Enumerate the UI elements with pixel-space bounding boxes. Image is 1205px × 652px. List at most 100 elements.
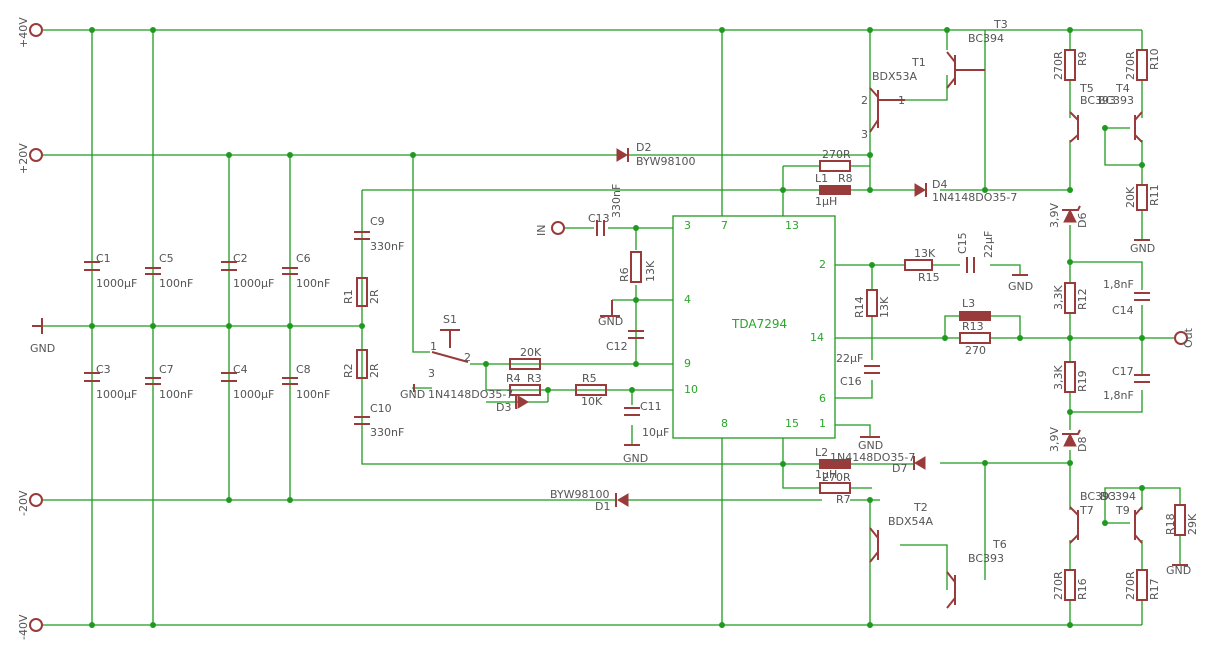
- ic-pin-3: 3: [684, 219, 691, 232]
- rail-p20-label: +20V: [17, 143, 30, 174]
- c2-value: 1000µF: [233, 277, 274, 290]
- t6-value: BC393: [968, 552, 1004, 565]
- r7-value: 270R: [822, 471, 851, 484]
- c7-value: 100nF: [159, 388, 193, 401]
- t7-ref: T7: [1079, 504, 1094, 517]
- c7-ref: C7: [159, 363, 174, 376]
- supply-capacitors: [84, 261, 298, 385]
- rail-m40-label: -40V: [17, 614, 30, 640]
- r3-ref: R3: [527, 372, 542, 385]
- t5-ref: T5: [1079, 82, 1094, 95]
- rail-m40-terminal: [29, 618, 43, 632]
- ic-pin-1: 1: [819, 417, 826, 430]
- r16-value: 270R: [1052, 571, 1065, 600]
- t9-value: BC394: [1100, 490, 1136, 503]
- r13-ref: R13: [962, 320, 984, 333]
- s1-pin1: 1: [430, 340, 437, 353]
- c13-ref: C13: [588, 212, 610, 225]
- gnd-r18: GND: [1166, 564, 1191, 577]
- c8-ref: C8: [296, 363, 311, 376]
- r11-value: 20K: [1124, 186, 1137, 208]
- d8-value: 3,9V: [1048, 427, 1061, 452]
- junctions: [89, 27, 1145, 628]
- rail-m20-terminal: [29, 493, 43, 507]
- c8-value: 100nF: [296, 388, 330, 401]
- r5-ref: R5: [582, 372, 597, 385]
- r10-ref: R10: [1148, 48, 1161, 70]
- rail-p40-label: +40V: [17, 17, 30, 48]
- c15-value: 22µF: [982, 231, 995, 258]
- r1-value: 2R: [368, 289, 381, 304]
- d4-ref: D4: [932, 178, 947, 191]
- t1-pin1: 1: [898, 94, 905, 107]
- c11-ref: C11: [640, 400, 662, 413]
- d6-value: 3,9V: [1048, 203, 1061, 228]
- l1-value: 1µH: [815, 195, 837, 208]
- gnd-c12: GND: [598, 315, 623, 328]
- r18-value: 29K: [1186, 513, 1199, 535]
- c2-ref: C2: [233, 252, 248, 265]
- rail-p20-terminal: [29, 148, 43, 162]
- output-label: Out: [1182, 327, 1195, 348]
- r18-ref: R18: [1164, 513, 1177, 535]
- c14-value: 1,8nF: [1103, 278, 1134, 291]
- c4-value: 1000µF: [233, 388, 274, 401]
- d6-ref: D6: [1076, 213, 1089, 228]
- input-label: IN: [535, 225, 548, 236]
- t2-ref: T2: [913, 501, 928, 514]
- r17-ref: R17: [1148, 578, 1161, 600]
- c6-ref: C6: [296, 252, 311, 265]
- wires: [42, 29, 1181, 626]
- bias-network: [819, 160, 927, 494]
- t9-ref: T9: [1115, 504, 1130, 517]
- output-terminal: [1174, 331, 1188, 345]
- r14-ref: R14: [853, 296, 866, 318]
- t2-value: BDX54A: [888, 515, 934, 528]
- d8-ref: D8: [1076, 437, 1089, 452]
- r15-ref: R15: [918, 271, 940, 284]
- bridge-components: [354, 231, 370, 425]
- r16-ref: R16: [1076, 578, 1089, 600]
- t1-pin3: 3: [861, 128, 868, 141]
- c10-ref: C10: [370, 402, 392, 415]
- d1-value: BYW98100: [550, 488, 610, 501]
- c11-value: 10µF: [642, 426, 669, 439]
- r9-ref: R9: [1076, 51, 1089, 66]
- output-stage-parts: [1062, 49, 1188, 601]
- r13-value: 270: [965, 344, 986, 357]
- c13-value: 330nF: [610, 184, 623, 218]
- t3-value: BC394: [968, 32, 1004, 45]
- r5-value: 10K: [581, 395, 603, 408]
- misc-symbols: [600, 315, 880, 446]
- gnd-pin1: GND: [858, 439, 883, 452]
- r10-value: 270R: [1124, 51, 1137, 80]
- c1-value: 1000µF: [96, 277, 137, 290]
- r11-ref: R11: [1148, 184, 1161, 206]
- r4-ref: R4: [506, 372, 521, 385]
- rail-connectors: [29, 23, 1188, 632]
- gnd-symbol-left: [32, 318, 43, 334]
- r17-value: 270R: [1124, 571, 1137, 600]
- c9-value: 330nF: [370, 240, 404, 253]
- r4-value: 20K: [520, 346, 542, 359]
- c9-ref: C9: [370, 215, 385, 228]
- s1-pin2: 2: [464, 351, 471, 364]
- r8-value: 270R: [822, 148, 851, 161]
- t1-value: BDX53A: [872, 70, 918, 83]
- ic-pin-4: 4: [684, 293, 691, 306]
- r6-value: 13K: [644, 260, 657, 282]
- gnd-c11: GND: [623, 452, 648, 465]
- c17-value: 1,8nF: [1103, 389, 1134, 402]
- rail-gnd-label: GND: [30, 342, 55, 355]
- c5-value: 100nF: [159, 277, 193, 290]
- gnd-s1: GND: [400, 388, 425, 401]
- r8-ref: R8: [838, 172, 853, 185]
- c1-ref: C1: [96, 252, 111, 265]
- ic-pin-2: 2: [819, 258, 826, 271]
- ic-pin-13: 13: [785, 219, 799, 232]
- d7-value: 1N4148DO35-7: [830, 451, 915, 464]
- gnd-r11: GND: [1130, 242, 1155, 255]
- c14-ref: C14: [1112, 304, 1134, 317]
- t6-ref: T6: [992, 538, 1007, 551]
- c3-value: 1000µF: [96, 388, 137, 401]
